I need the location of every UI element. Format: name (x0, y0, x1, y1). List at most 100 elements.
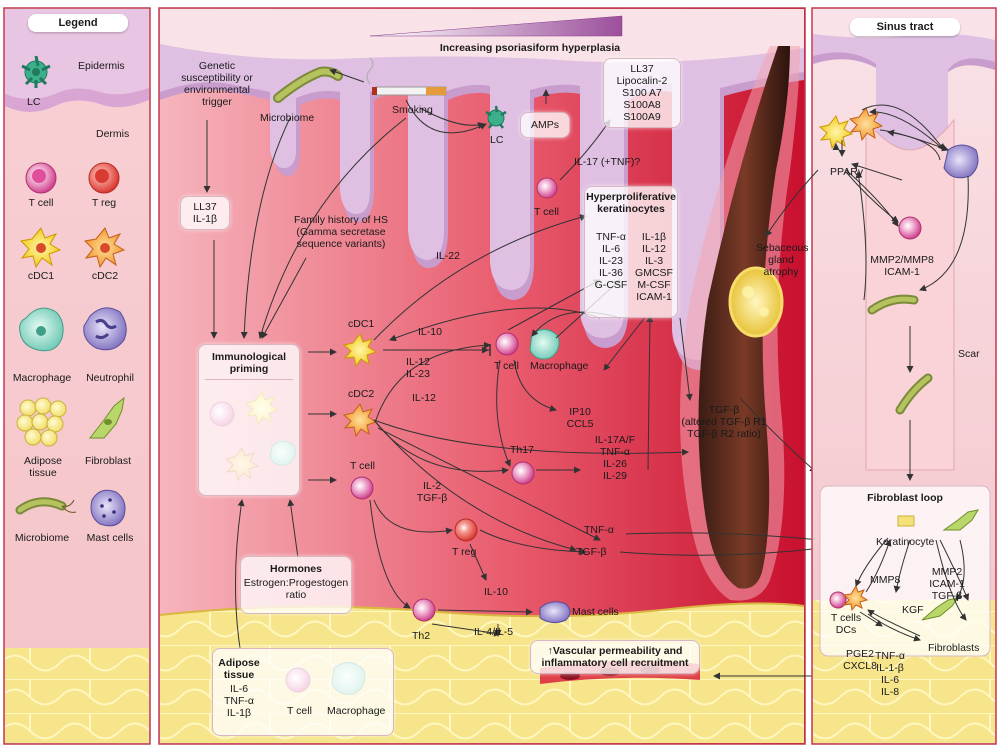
legend-cdc2-icon (83, 227, 126, 269)
legend-lc-label: LC (27, 96, 41, 108)
legend-mast-cells-label: Mast cells (86, 532, 134, 544)
ll37-il1b-box: LL37 IL-1β (180, 196, 230, 230)
cigarette-icon (366, 57, 447, 96)
legend-t-reg-icon (88, 162, 120, 194)
legend-dermis-label: Dermis (96, 128, 130, 140)
cdc2-label: cDC2 (348, 388, 375, 400)
genetic-trigger-label: Genetic susceptibility or environmental … (181, 60, 253, 108)
sinus-arrows (765, 104, 970, 642)
legend-t-cell-label: T cell (28, 197, 54, 209)
sinus-microbiome-2-icon (895, 373, 933, 415)
sinus-cdc2-icon (848, 106, 884, 142)
tgfb-label: TGF-β (576, 546, 607, 558)
il2-tgfb-label: IL-2 TGF-β (416, 480, 448, 504)
th17-label: Th17 (510, 444, 534, 456)
cdc1-label: cDC1 (348, 318, 375, 330)
il12-label: IL-12 (412, 392, 436, 404)
il17-tnf-label: IL-17 (+TNF)? (574, 156, 641, 168)
treg-main-icon (454, 518, 478, 542)
legend-t-cell-icon (25, 162, 57, 194)
il10-bottom-label: IL-10 (484, 586, 508, 598)
microbiome-label: Microbiome (260, 112, 315, 124)
sinus-neutrophil-icon (943, 144, 979, 179)
il22-label: IL-22 (436, 250, 460, 262)
mmp-label: MMP2/MMP8 ICAM-1 (870, 254, 934, 278)
loop-tcell-dc-icon (829, 584, 869, 612)
smoking-label: Smoking (392, 104, 433, 116)
immuno-title: Immunological priming (205, 351, 293, 380)
mast-cells-main-label: Mast cells (572, 606, 619, 618)
legend-microbiome-label: Microbiome (14, 532, 70, 544)
legend-cdc2-label: cDC2 (91, 270, 119, 282)
scar-label: Scar (958, 348, 980, 360)
legend-cdc1-label: cDC1 (27, 270, 55, 282)
cdc1-main-icon (342, 332, 378, 368)
legend-mast-cell-icon (90, 489, 126, 527)
sebaceous-label: Sebaceous gland atrophy (756, 242, 809, 278)
family-history-label: Family history of HS (Gamma secretase se… (294, 214, 388, 250)
hormones-box: Hormones Estrogen:Progestogen ratio (240, 556, 352, 614)
t-cell-left-icon (350, 476, 374, 500)
macrophage-mid-label: Macrophage (530, 360, 589, 372)
mmp2-list-label: MMP2 ICAM-1 TGF-β (929, 566, 965, 602)
legend-adipose-label: Adipose tissue (24, 455, 62, 479)
amp-list-box: LL37 Lipocalin-2 S100 A7 S100A8 S100A9 (603, 58, 681, 128)
legend-epidermis-label: Epidermis (78, 60, 125, 72)
th2-label: Th2 (412, 630, 431, 642)
macrophage-mid-icon (529, 329, 560, 360)
legend-macrophage-label: Macrophage (12, 372, 72, 384)
keratinocyte-label: Keratinocyte (876, 536, 935, 548)
gradient-title: Increasing psoriasiform hyperplasia (439, 42, 621, 54)
fib-cytokines-label: TNF-α IL-1-β IL-6 IL-8 (875, 650, 905, 698)
sinus-t-cell-icon (898, 216, 922, 240)
kgf-label: KGF (902, 604, 924, 616)
immunological-priming-box: Immunological priming (198, 344, 300, 496)
ppar-label: PPARγ (830, 166, 864, 178)
legend-fibroblast-label: Fibroblast (84, 455, 132, 467)
t-cell-top-icon (536, 177, 558, 199)
hormones-text: Estrogen:Progestogen ratio (243, 577, 349, 601)
hyperproliferative-box: Hyperproliferative keratinocytes TNF-α I… (584, 186, 678, 318)
th2-icon (412, 598, 436, 622)
ip10-ccl5-label: IP10 CCL5 (566, 406, 594, 430)
legend-macrophage-icon (19, 307, 64, 352)
sinus-title: Sinus tract (850, 18, 960, 36)
hormones-title: Hormones (270, 563, 322, 575)
tnfa-label: TNF-α (584, 524, 614, 536)
adipose-tissue-box: Adipose tissue IL-6 TNF-α IL-1β T cell M… (212, 648, 394, 736)
legend-cdc1-icon (19, 227, 62, 269)
tgfb-altered-label: TGF-β (altered TGF-β R1 TGF-β R2 ratio) (681, 404, 767, 440)
t-cell-mid-label: T cell (494, 360, 519, 372)
il17-list-label: IL-17A/F TNF-α IL-26 IL-29 (594, 434, 636, 482)
legend-t-reg-label: T reg (91, 197, 117, 209)
il10-top-label: IL-10 (418, 326, 442, 338)
t-cell-bottom-label: T cell (287, 705, 312, 717)
legend-fibroblast-icon (88, 396, 125, 439)
adipose-list: IL-6 TNF-α IL-1β (224, 683, 254, 719)
lc-main-icon (485, 105, 507, 129)
main-arrows (203, 68, 823, 680)
sinus-cdc1-icon (818, 114, 854, 150)
fibroblast-loop-title: Fibroblast loop (867, 492, 943, 504)
t-cell-mid-icon (495, 332, 519, 356)
hyper-right-list: IL-1β IL-12 IL-3 GMCSF M-CSF ICAM-1 (635, 231, 673, 303)
hyper-title: Hyperproliferative keratinocytes (586, 191, 676, 215)
sinus-microbiome-1-icon (867, 294, 919, 315)
vascular-box: ↑Vascular permeability and inflammatory … (530, 640, 700, 674)
adipose-title: Adipose tissue (218, 657, 260, 681)
treg-main-label: T reg (452, 546, 477, 558)
lc-main-label: LC (490, 134, 504, 146)
legend-neutrophil-icon (83, 307, 127, 351)
il12-il23-label: IL-12 IL-23 (406, 356, 430, 380)
tcells-dcs-label: T cells DCs (830, 612, 862, 636)
loop-fibroblast-icon (942, 509, 980, 531)
t-cell-top-label: T cell (534, 206, 559, 218)
fibroblasts-label: Fibroblasts (928, 642, 980, 654)
amps-box: AMPs (520, 112, 570, 138)
t-cell-left-label: T cell (350, 460, 375, 472)
legend-adipose-icon (16, 397, 67, 447)
th17-icon (511, 461, 535, 485)
legend-title: Legend (28, 14, 128, 32)
legend-microbiome-icon (15, 497, 77, 515)
